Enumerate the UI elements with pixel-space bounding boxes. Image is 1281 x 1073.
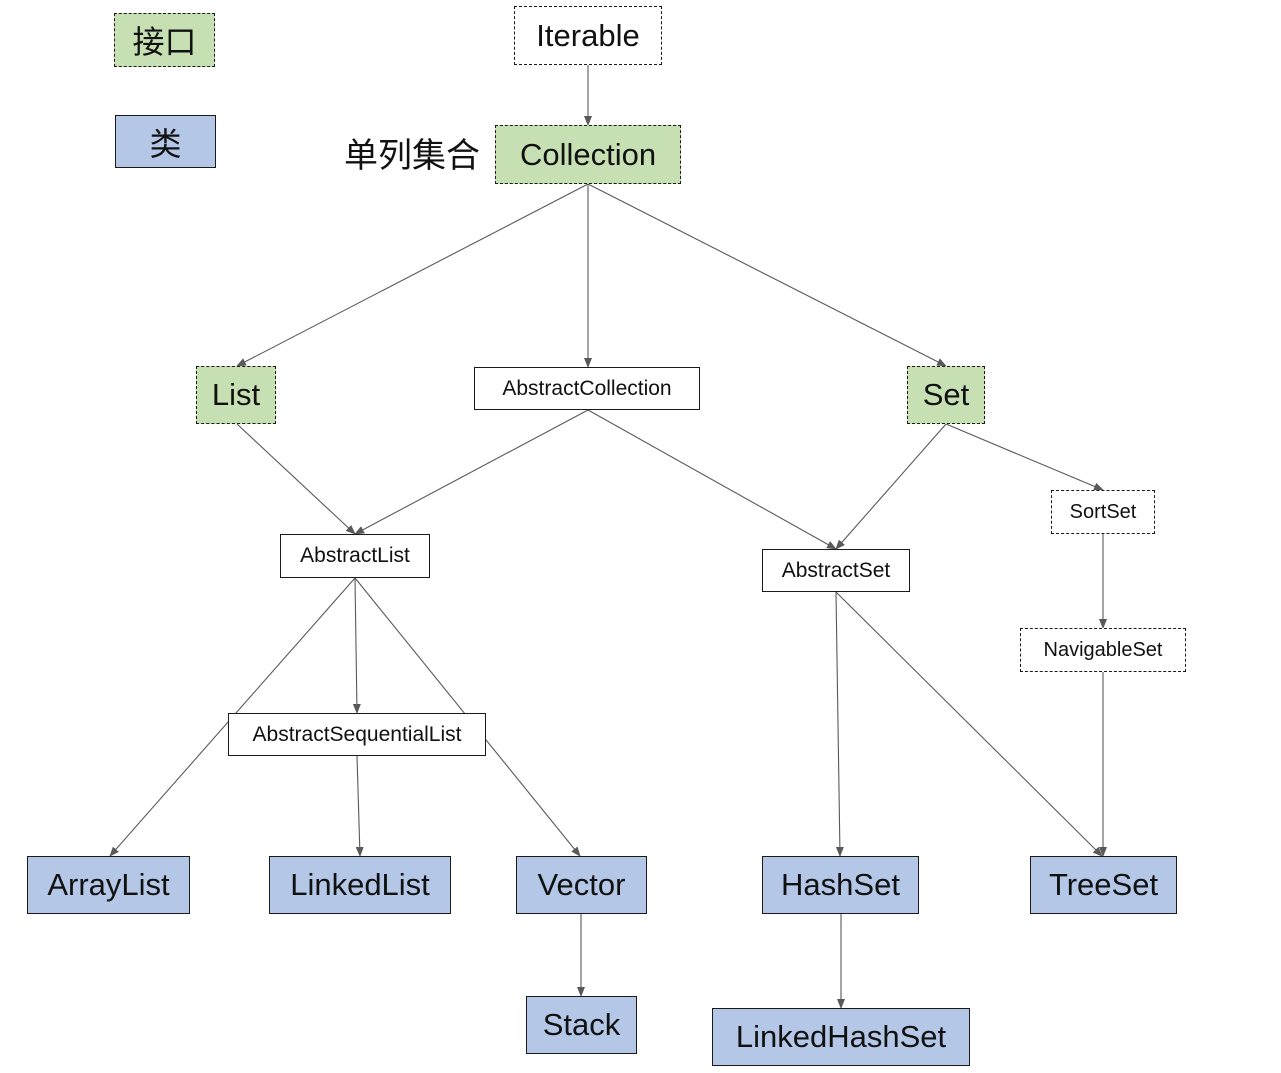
node-array-list: ArrayList xyxy=(27,856,190,914)
node-linked-hash-set: LinkedHashSet xyxy=(712,1008,970,1066)
node-vector: Vector xyxy=(516,856,647,914)
node-stack: Stack xyxy=(526,996,637,1054)
edge-abstract-collection-to-abstract-list xyxy=(354,409,589,535)
node-tree-set: TreeSet xyxy=(1030,856,1177,914)
edge-set-to-abstract-set xyxy=(835,423,947,550)
edge-abstract-collection-to-abstract-set xyxy=(587,409,837,550)
edge-abstract-list-to-abstract-sequential-list xyxy=(352,577,361,714)
node-abstract-list: AbstractList xyxy=(280,534,430,578)
node-abstract-set: AbstractSet xyxy=(762,549,910,592)
legend-interface: 接口 xyxy=(114,13,215,67)
node-abstract-sequential-list: AbstractSequentialList xyxy=(228,713,486,756)
edge-collection-to-list xyxy=(236,183,589,367)
single-column-collection-caption: 单列集合 xyxy=(344,136,480,176)
edge-collection-to-set xyxy=(587,183,947,367)
edge-abstract-set-to-hash-set xyxy=(835,591,844,857)
edge-set-to-sort-set xyxy=(945,423,1104,491)
node-set: Set xyxy=(907,366,985,424)
node-abstract-collection: AbstractCollection xyxy=(474,367,700,410)
node-iterable: Iterable xyxy=(514,6,662,65)
legend-class: 类 xyxy=(115,115,216,168)
node-linked-list: LinkedList xyxy=(269,856,451,914)
edge-abstract-set-to-tree-set xyxy=(835,591,1103,857)
node-list: List xyxy=(196,366,276,424)
edge-list-to-abstract-list xyxy=(236,423,356,535)
node-hash-set: HashSet xyxy=(762,856,919,914)
edge-abstract-sequential-list-to-linked-list xyxy=(355,755,364,857)
node-sort-set: SortSet xyxy=(1051,490,1155,534)
legend-class-label: 类 xyxy=(149,124,182,163)
legend-interface-label: 接口 xyxy=(132,23,197,61)
node-collection: Collection xyxy=(495,125,681,184)
node-navigable-set: NavigableSet xyxy=(1020,628,1186,672)
